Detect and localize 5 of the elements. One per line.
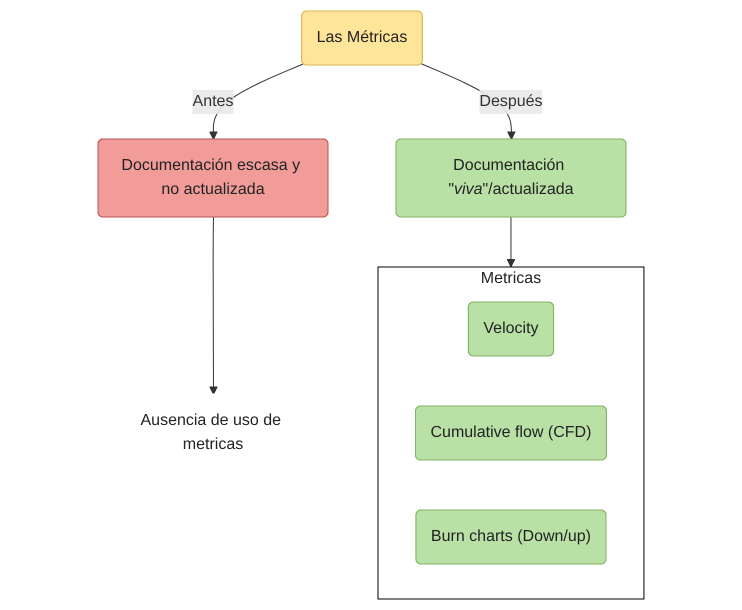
arrow — [209, 217, 218, 395]
arrow — [506, 216, 516, 268]
edge-label: Antes — [192, 93, 234, 110]
node-text: Ausencia de uso de metricas — [140, 412, 282, 453]
edge-label: Después — [479, 93, 543, 110]
